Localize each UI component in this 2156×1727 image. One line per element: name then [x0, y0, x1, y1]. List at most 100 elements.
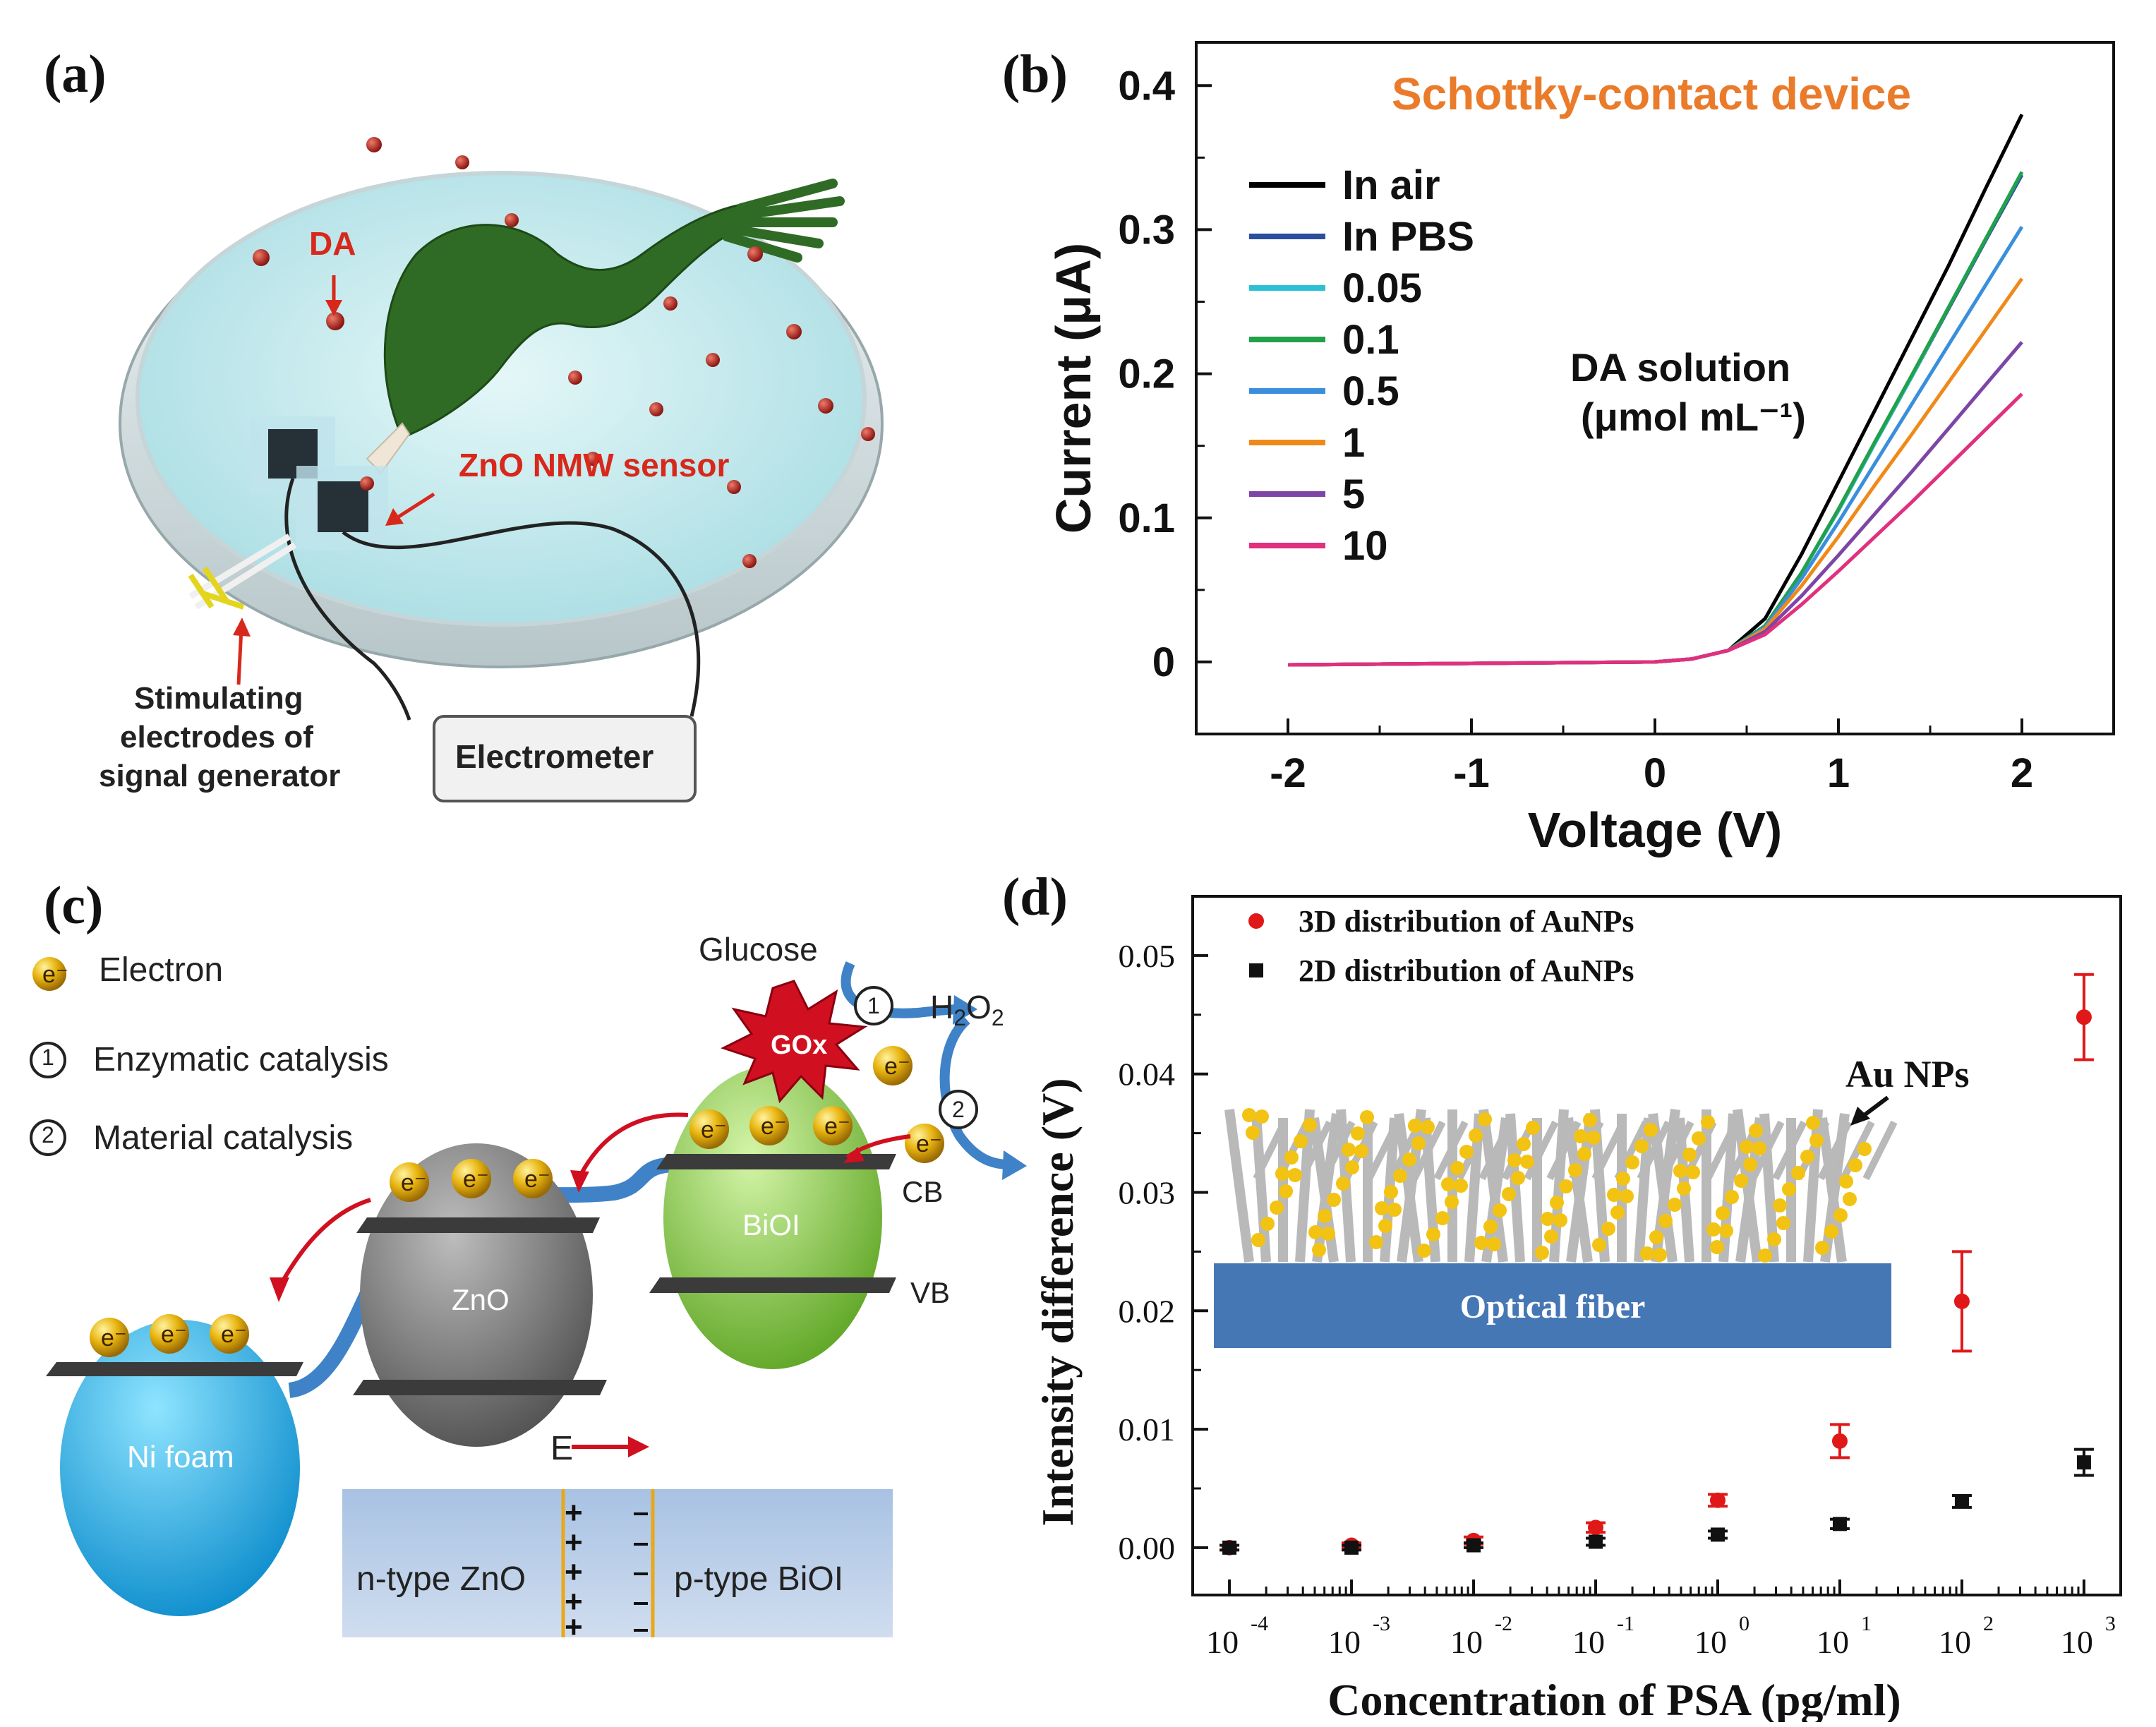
svg-text:+: + [565, 1584, 583, 1619]
x-tick-label: -1 [1453, 750, 1490, 796]
gox-label: GOx [771, 1030, 828, 1060]
nanowire-branch [1320, 1120, 1356, 1181]
gold-nanoparticle [1734, 1174, 1748, 1188]
legend-circle-2-icon [30, 1119, 66, 1156]
gold-nanoparticle [1288, 1168, 1302, 1182]
legend-marker-1 [1249, 963, 1263, 977]
x-tick-exponent: -1 [1617, 1612, 1634, 1635]
electrometer-box [433, 715, 697, 802]
point-3d-aunps [1831, 1433, 1848, 1449]
nanowire [1803, 1109, 1823, 1263]
gold-nanoparticle [1607, 1188, 1621, 1202]
nanowire-branch [1862, 1120, 1898, 1181]
gold-nanoparticle [1559, 1179, 1573, 1193]
ni-foam-sphere [60, 1320, 300, 1616]
gold-nanoparticle [1677, 1181, 1691, 1196]
gold-nanoparticle [1800, 1150, 1814, 1164]
point-2d-aunps [2076, 1455, 2091, 1470]
point-3d-aunps [1709, 1492, 1726, 1508]
gold-nanoparticle [1553, 1213, 1567, 1227]
stimulating-label-line-3: signal generator [99, 759, 341, 793]
wire-2 [342, 521, 701, 717]
gold-nanoparticle [1441, 1177, 1455, 1191]
legend-label-1: 2D distribution of AuNPs [1299, 953, 1634, 988]
legend-marker-0 [1248, 913, 1264, 929]
field-arrowhead [628, 1436, 649, 1457]
svg-text:+: + [565, 1525, 583, 1560]
gold-nanoparticle [1327, 1193, 1341, 1207]
step-1-number: 1 [867, 993, 880, 1018]
y-tick-label: 0 [1152, 639, 1175, 685]
panel-c-diagram: e⁻ e⁻e⁻e⁻ e⁻e⁻e⁻ e⁻e⁻e⁻ e⁻e⁻ +++++ [30, 957, 1027, 1644]
gold-nanoparticle [1450, 1161, 1464, 1175]
gold-nanoparticle [1716, 1206, 1730, 1220]
gold-nanoparticle [1833, 1208, 1848, 1222]
point-2d-aunps [1710, 1527, 1725, 1542]
gold-nanoparticle [1445, 1195, 1459, 1209]
gold-nanoparticle [1767, 1232, 1781, 1246]
legend-label-4: 0.5 [1342, 368, 1399, 414]
enzymatic-catalysis-arrowhead [953, 995, 977, 1025]
x-tick-label: 10 [2061, 1624, 2093, 1660]
stimulating-label-line-1: Stimulating [134, 681, 303, 716]
panel-b-label: (b) [1002, 44, 1068, 104]
gold-nanoparticle [1535, 1246, 1549, 1260]
point-2d-aunps [1467, 1538, 1481, 1553]
x-tick-exponent: 2 [1983, 1612, 1994, 1635]
nanowire-branch [1591, 1120, 1627, 1181]
stimulating-arrow [236, 627, 243, 685]
legend-electron-label: Electron [99, 951, 224, 989]
x-tick-label: 10 [1817, 1624, 1849, 1660]
electron-labels: e⁻ e⁻e⁻e⁻ e⁻e⁻e⁻ e⁻e⁻e⁻ e⁻e⁻ [42, 961, 942, 1352]
stimulating-arrowhead [233, 618, 251, 637]
junction-minus-charges [634, 1512, 648, 1632]
gold-nanoparticle [1255, 1109, 1269, 1124]
nanowire-branch [1772, 1120, 1807, 1181]
gold-nanoparticle [1408, 1119, 1422, 1133]
legend-label-7: 10 [1342, 523, 1388, 569]
gold-nanoparticle [1242, 1108, 1256, 1122]
zno-label: ZnO [452, 1283, 510, 1316]
x-axis-title: Concentration of PSA (pg/ml) [1327, 1675, 1901, 1722]
y-tick-label: 0.05 [1119, 938, 1176, 974]
nanowire-branch [1411, 1120, 1446, 1181]
svg-text:e⁻: e⁻ [524, 1166, 550, 1193]
y-tick-label: 0.04 [1119, 1057, 1176, 1093]
gold-nanoparticle [1270, 1201, 1284, 1215]
electron-transfer-arrowheads [270, 1147, 865, 1302]
gold-nanoparticle [1653, 1248, 1667, 1262]
gold-nanoparticle [1493, 1203, 1507, 1217]
x-tick-label: 2 [2011, 750, 2033, 796]
p-type-label: p-type BiOI [674, 1560, 844, 1598]
biol-label: BiOI [742, 1208, 800, 1241]
nanowire-branch [1479, 1120, 1514, 1181]
gold-nanoparticle [1284, 1150, 1299, 1165]
legend-title-line-1: DA solution [1570, 345, 1790, 390]
gold-nanoparticle [1815, 1241, 1829, 1255]
nanowire-branch [1750, 1120, 1785, 1181]
legend-label-5: 1 [1342, 420, 1365, 466]
gold-nanoparticle [1421, 1120, 1435, 1134]
vb-label: VB [910, 1276, 951, 1309]
legend-step-1-number: 1 [42, 1045, 54, 1070]
gold-nanoparticle [1843, 1192, 1857, 1206]
point-2d-aunps [1222, 1540, 1237, 1555]
sensor-arrowhead [385, 508, 404, 526]
x-axis-title: Voltage (V) [1528, 802, 1782, 858]
legend-circle-1-icon [30, 1042, 66, 1078]
svg-text:+: + [565, 1555, 583, 1589]
plant-leaf [383, 203, 746, 439]
gold-nanoparticle [1809, 1133, 1824, 1148]
gold-nanoparticle [1544, 1229, 1558, 1244]
sensor-label: ZnO NMW sensor [459, 447, 730, 483]
gold-nanoparticle [1526, 1121, 1540, 1135]
gold-nanoparticle [1806, 1116, 1820, 1130]
gold-nanoparticle [1649, 1230, 1663, 1244]
glucose-label: Glucose [699, 931, 818, 968]
gold-nanoparticle [1360, 1110, 1374, 1124]
optical-fiber-label: Optical fiber [1460, 1288, 1646, 1325]
gold-nanoparticle [1583, 1113, 1597, 1127]
gold-nanoparticle [1502, 1187, 1516, 1201]
nanowire-branch [1253, 1120, 1288, 1181]
y-tick-label: 0.1 [1118, 495, 1175, 541]
